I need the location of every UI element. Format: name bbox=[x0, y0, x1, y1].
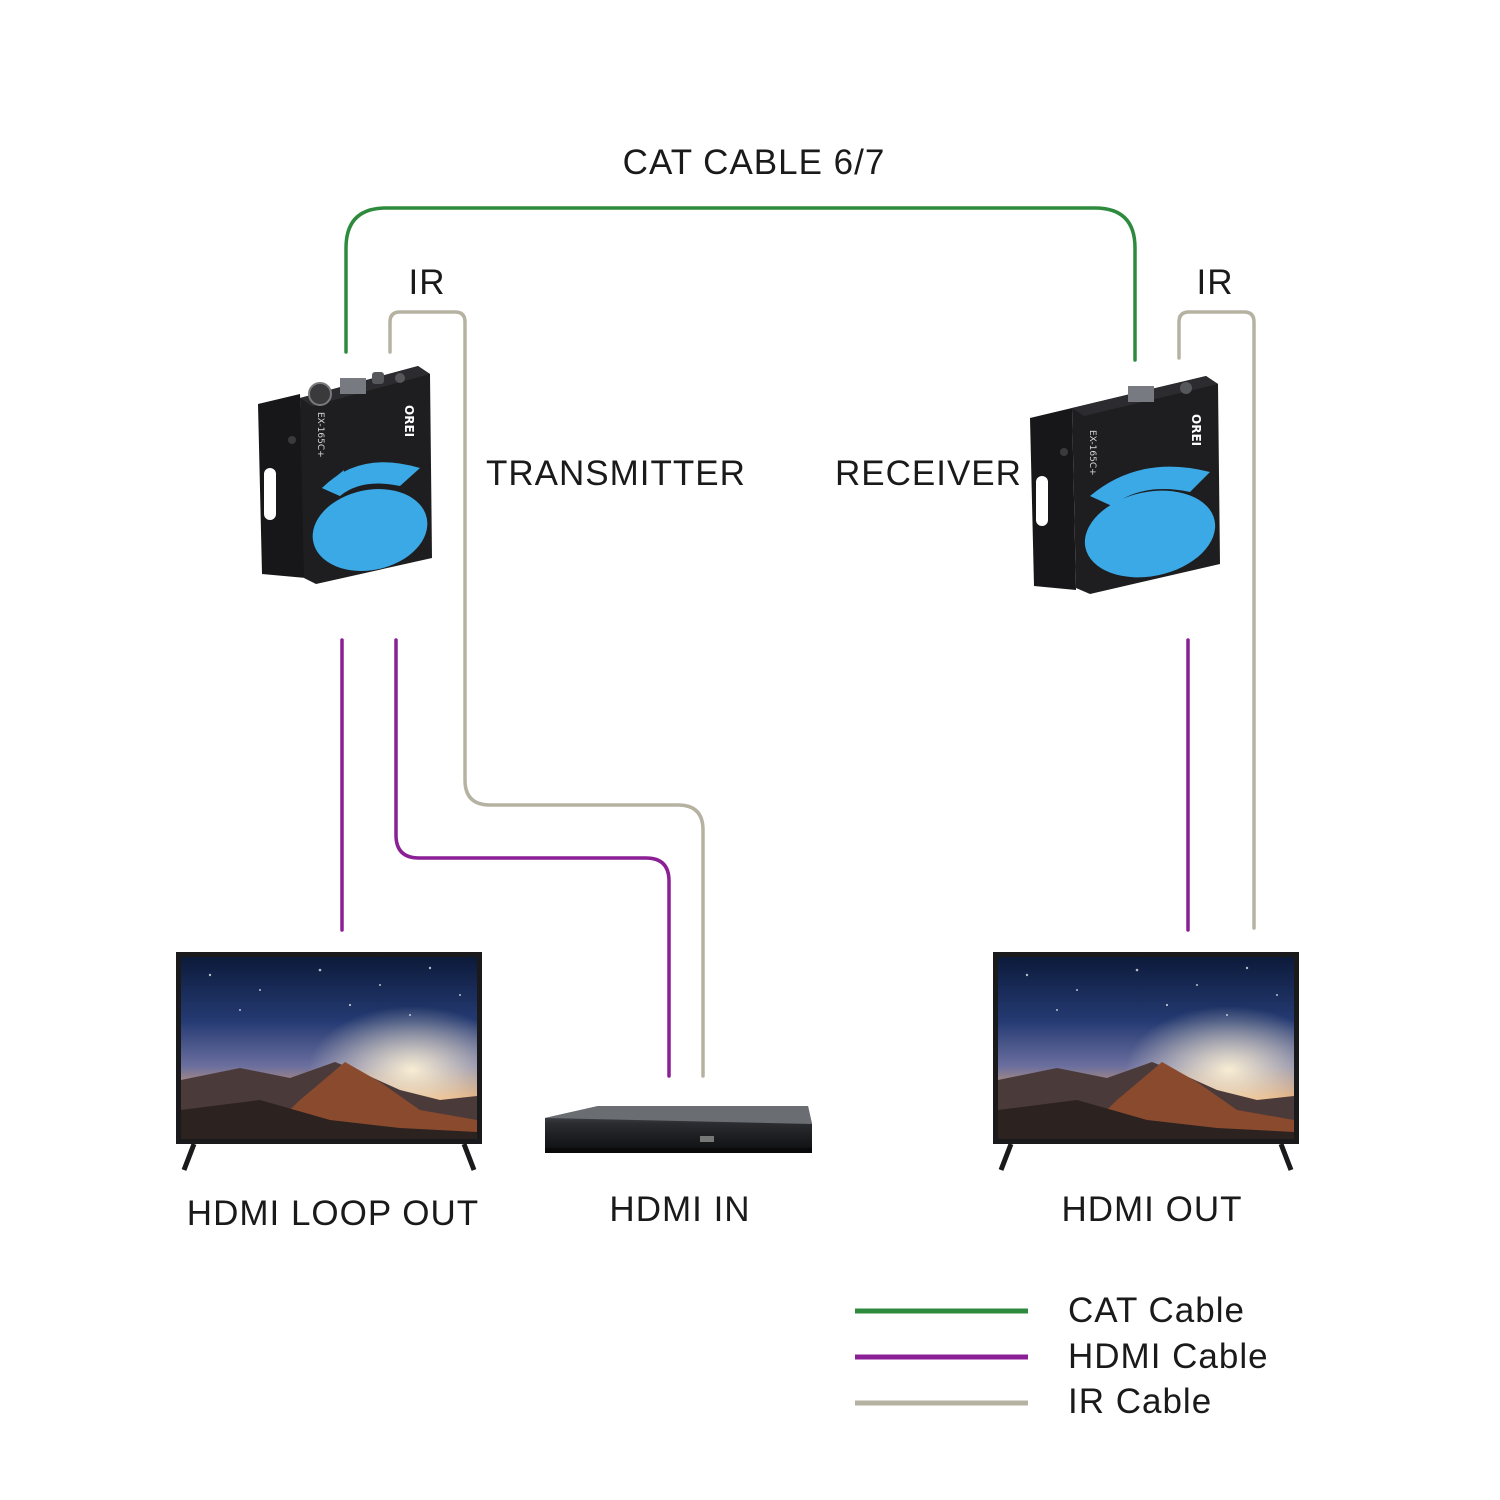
svg-text:OREI: OREI bbox=[1189, 414, 1203, 446]
hdmi-in-label: HDMI IN bbox=[609, 1190, 751, 1229]
transmitter-label: TRANSMITTER bbox=[486, 454, 746, 493]
transmitter-model-text: EX-165C+ bbox=[315, 412, 325, 458]
transmitter-device-icon: EX-165C+ OREI bbox=[258, 366, 432, 584]
ir-transmitter-label: IR bbox=[408, 263, 446, 302]
hdmi-out-label: HDMI OUT bbox=[1061, 1190, 1243, 1229]
legend-label-hdmi: HDMI Cable bbox=[1068, 1337, 1269, 1376]
ir-cable-receiver bbox=[1177, 310, 1256, 930]
receiver-label: RECEIVER bbox=[835, 454, 1022, 493]
cat-cable bbox=[344, 206, 1137, 362]
hdmi-loop-out-label: HDMI LOOP OUT bbox=[186, 1194, 480, 1233]
receiver-device-icon: EX-165C+ OREI bbox=[1030, 376, 1220, 594]
legend-label-cat: CAT Cable bbox=[1068, 1291, 1245, 1330]
receiver-model-text: EX-165C+ bbox=[1087, 430, 1097, 476]
tv-icon bbox=[176, 952, 482, 1171]
hdmi-in-cable bbox=[394, 638, 671, 1078]
tv-icon bbox=[993, 952, 1299, 1171]
cat-cable-label: CAT CABLE 6/7 bbox=[622, 143, 886, 182]
dvd-player-icon bbox=[545, 1106, 812, 1153]
legend-label-ir: IR Cable bbox=[1068, 1382, 1213, 1421]
svg-text:OREI: OREI bbox=[402, 405, 416, 437]
ir-cable-transmitter bbox=[388, 310, 705, 1078]
ir-receiver-label: IR bbox=[1196, 263, 1234, 302]
